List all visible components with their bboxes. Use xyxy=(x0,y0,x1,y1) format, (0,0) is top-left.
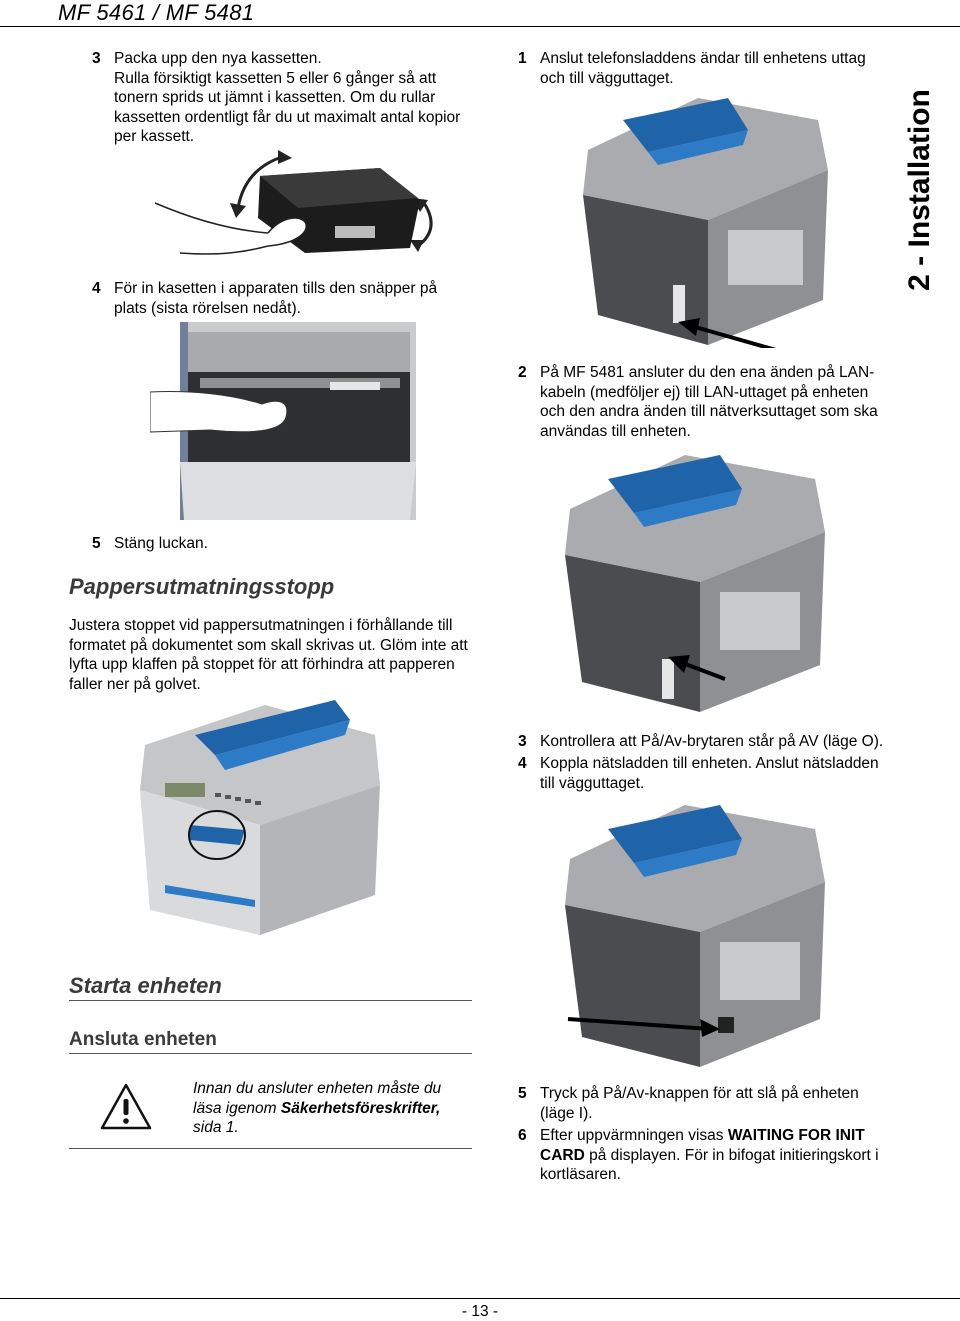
warning-line: Innan du ansluter enheten måste du xyxy=(193,1080,442,1097)
right-step-3: 3 Kontrollera att På/Av-brytaren står på… xyxy=(518,732,918,752)
warning-line-text: läsa igenom xyxy=(193,1099,281,1117)
paragraph-line: Justera stoppet vid pappersutmatningen i… xyxy=(69,617,453,634)
rear-phone-socket-illustration xyxy=(578,90,838,348)
rear-power-socket-illustration xyxy=(560,797,840,1069)
step-number: 3 xyxy=(518,733,527,750)
step-line: och den andra änden till nätverksuttaget… xyxy=(540,403,878,420)
step-number: 6 xyxy=(518,1127,527,1144)
step-line: kabeln (medföljer ej) till LAN-uttaget p… xyxy=(540,383,869,401)
footer-rule xyxy=(0,1298,960,1299)
step-line: Stäng luckan. xyxy=(114,535,208,552)
warning-line: sida 1. xyxy=(193,1119,239,1136)
start-heading: Starta enheten xyxy=(69,973,222,998)
cartridge-shake-illustration xyxy=(150,148,450,273)
step-number: 2 xyxy=(518,364,527,381)
display-message: WAITING FOR INIT xyxy=(727,1127,865,1144)
left-step-5: 5 Stäng luckan. xyxy=(92,534,492,554)
step-line: användas till enheten. xyxy=(540,422,691,440)
step-line: På MF 5481 ansluter du den ena änden på … xyxy=(540,364,875,381)
step-line: kassetten ordentligt får du ut maximalt … xyxy=(114,108,461,126)
right-step-1: 1 Anslut telefonsladdens ändar till enhe… xyxy=(518,49,898,89)
chapter-tab-label: 2 - Installation xyxy=(903,89,936,291)
step-number: 4 xyxy=(518,755,527,772)
step-number: 3 xyxy=(92,50,101,67)
display-message: CARD xyxy=(540,1146,585,1164)
right-step-5: 5 Tryck på På/Av-knappen för att slå på … xyxy=(518,1084,918,1124)
paper-jam-heading: Pappersutmatningsstopp xyxy=(69,574,335,599)
left-step-3: 3 Packa upp den nya kassetten. Rulla för… xyxy=(92,49,492,149)
header-title: MF 5461 / MF 5481 xyxy=(58,0,255,25)
warning-line: läsa igenom Säkerhetsföreskrifter, xyxy=(193,1099,483,1119)
rear-lan-socket-illustration xyxy=(560,447,840,715)
right-step-2: 2 På MF 5481 ansluter du den ena änden p… xyxy=(518,363,898,443)
step-number: 4 xyxy=(92,280,101,297)
paper-jam-paragraph: Justera stoppet vid pappersutmatningen i… xyxy=(69,616,489,694)
subheading-rule xyxy=(69,1053,472,1054)
heading-rule xyxy=(69,1000,472,1001)
step-line: Anslut telefonsladdens ändar till enhete… xyxy=(540,50,866,67)
step-line: plats (sista rörelsen nedåt). xyxy=(114,299,301,317)
step-line: tonern sprids ut jämnt i kassetten. Om d… xyxy=(114,89,436,106)
right-step-4: 4 Koppla nätsladden till enheten. Anslut… xyxy=(518,754,918,794)
paragraph-line: faller ner på golvet. xyxy=(69,675,201,693)
header-rule xyxy=(0,26,960,27)
step-text: Efter uppvärmningen visas xyxy=(540,1127,728,1144)
safety-reference: Säkerhetsföreskrifter, xyxy=(280,1099,441,1117)
connect-subheading: Ansluta enheten xyxy=(69,1029,217,1050)
left-step-4: 4 För in kasetten i apparaten tills den … xyxy=(92,279,492,319)
warning-rule xyxy=(69,1148,472,1149)
page-number: - 13 - xyxy=(461,1303,499,1320)
paragraph-line: formatet på dokumentet som skall skrivas… xyxy=(69,636,468,654)
paragraph-line: lyfta upp klaffen på stoppet för att för… xyxy=(69,656,455,673)
warning-text: Innan du ansluter enheten måste du läsa … xyxy=(193,1079,483,1138)
cartridge-insert-illustration xyxy=(150,322,416,520)
warning-triangle-icon xyxy=(100,1082,152,1130)
step-line: kortläsaren. xyxy=(540,1166,621,1183)
step-text: på displayen. För in bifogat initierings… xyxy=(584,1146,879,1164)
step-line: För in kasetten i apparaten tills den sn… xyxy=(114,280,438,297)
step-line: Rulla försiktigt kassetten 5 eller 6 gån… xyxy=(114,69,437,87)
step-line: per kassett. xyxy=(114,128,195,145)
step-line: Packa upp den nya kassetten. xyxy=(114,50,322,67)
step-number: 5 xyxy=(92,535,101,552)
step-line: Kontrollera att På/Av-brytaren står på A… xyxy=(540,733,884,750)
output-stop-illustration xyxy=(135,695,385,945)
step-line: (läge I). xyxy=(540,1104,593,1122)
step-line: CARD på displayen. För in bifogat initie… xyxy=(540,1146,879,1166)
step-line: Efter uppvärmningen visas WAITING FOR IN… xyxy=(540,1126,879,1146)
step-number: 1 xyxy=(518,50,527,67)
right-step-6: 6 Efter uppvärmningen visas WAITING FOR … xyxy=(518,1126,918,1186)
step-number: 5 xyxy=(518,1085,527,1102)
step-line: Koppla nätsladden till enheten. Anslut n… xyxy=(540,755,879,772)
step-line: Tryck på På/Av-knappen för att slå på en… xyxy=(540,1085,859,1102)
step-line: och till vägguttaget. xyxy=(540,69,674,87)
step-line: till vägguttaget. xyxy=(540,774,645,792)
